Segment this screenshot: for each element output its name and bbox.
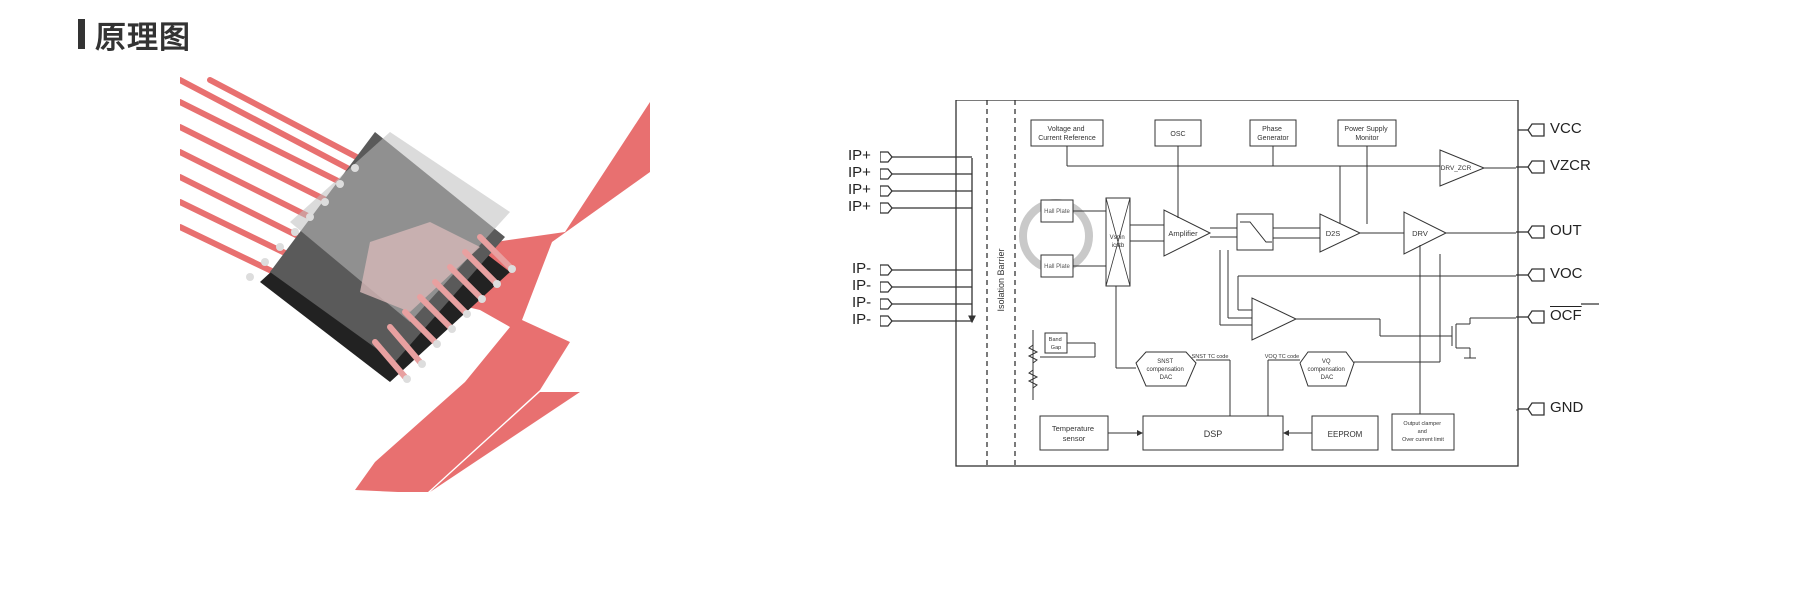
conductor-lower-leg [360, 392, 580, 492]
package-illustration [180, 77, 650, 492]
drv-zcr-buffer [1439, 149, 1486, 187]
right-lead-pins [372, 234, 513, 380]
right-pins [1527, 123, 1545, 416]
snst-label-3: DAC [1160, 375, 1173, 381]
phase-label-2: Generator [1257, 135, 1289, 142]
pin-label-ip-minus-1: IP- [852, 260, 872, 277]
pin-label-ip-plus-4: IP+ [848, 198, 871, 215]
ocf-comparator [1251, 297, 1298, 341]
vref-label-2: Current Reference [1038, 135, 1096, 142]
svg-text:Voltage and Current Refere: Voltage and Current Reference [1038, 126, 1096, 142]
svg-text:Band Gap: Band Gap [1049, 337, 1063, 351]
voq-tc-label: VOQ TC code [1265, 354, 1299, 360]
eeprom-label: EEPROM [1328, 430, 1363, 439]
mux-label-2: icstb [1112, 243, 1125, 249]
block-diagram: Isolation Barrier Voltage and Current Re… [880, 100, 1599, 467]
amplifier [1163, 209, 1212, 257]
amplifier-label: Amplifier [1168, 229, 1198, 238]
clamp-label-1: Output clamper [1403, 421, 1441, 427]
vq-label-1: VQ [1322, 359, 1331, 365]
temp-label-2: sensor [1063, 434, 1086, 443]
pin-label-ip-minus-2: IP- [852, 277, 872, 294]
package-die-pad [360, 222, 480, 312]
d2s-label: D2S [1326, 229, 1341, 238]
dsp-label: DSP [1204, 429, 1223, 439]
bandgap-label-1: Band [1049, 337, 1062, 343]
snst-dac [1135, 351, 1197, 387]
clamp-label-2: and [1418, 429, 1427, 435]
svg-text:Vspin icstb: Vspin icstb [1110, 235, 1127, 249]
drv-zcr-label: DRV_ZCR [1441, 165, 1472, 172]
vq-label-3: DAC [1321, 375, 1334, 381]
pin-tips [246, 164, 516, 383]
phase-generator-block [1249, 119, 1297, 147]
phase-label-1: Phase [1262, 126, 1282, 133]
primary-conductor [355, 102, 650, 492]
dsp-block [1142, 415, 1284, 451]
svg-text:Power Supply Monitor: Power Supply Monitor [1344, 126, 1389, 142]
clamp-label-3: Over current limit [1402, 437, 1444, 443]
snst-tc-label: SNST TC code [1192, 354, 1229, 360]
psm-label-2: Monitor [1355, 135, 1379, 142]
hall-bot-label: Hall Plate [1044, 264, 1070, 270]
pin-label-ip-plus-3: IP+ [848, 181, 871, 198]
vq-label-2: compensation [1307, 367, 1344, 373]
package-top-cover [290, 132, 510, 322]
svg-text:Temperature sensor: Temperature sensor [1052, 424, 1096, 443]
section-title: 原理图 [95, 19, 191, 56]
isolation-barrier-label: Isolation Barrier [996, 248, 1006, 311]
pin-label-ip-minus-3: IP- [852, 294, 872, 311]
eeprom-block [1311, 415, 1379, 451]
mux-label-1: Vspin [1110, 235, 1125, 241]
hall-top-label: Hall Plate [1044, 209, 1070, 215]
filter-block [1236, 213, 1274, 251]
psm-label-1: Power Supply [1344, 126, 1388, 133]
power-supply-monitor-block [1337, 119, 1397, 147]
svg-text:VQ compensation DAC: VQ compensation DAC [1307, 359, 1346, 381]
vq-dac [1299, 351, 1355, 387]
output-clamper-block [1391, 413, 1455, 451]
vref-label-1: Voltage and [1048, 126, 1085, 133]
temp-label-1: Temperature [1052, 424, 1094, 433]
bandgap-label-2: Gap [1051, 345, 1061, 351]
svg-text:Output clamper and Ove: Output clamper and Over current limit [1402, 421, 1444, 443]
section-header: 原理图 [78, 14, 191, 56]
temperature-sensor-block [1039, 415, 1109, 451]
drv-label: DRV [1412, 229, 1428, 238]
pin-label-ip-plus-2: IP+ [848, 164, 871, 181]
vref-block [1030, 119, 1104, 147]
header-accent-bar [78, 19, 85, 49]
svg-text:SNST compensation DAC: SNST compensation DAC [1146, 359, 1185, 381]
snst-label-2: compensation [1146, 367, 1183, 373]
snst-label-1: SNST [1157, 359, 1173, 365]
pin-label-ip-minus-4: IP- [852, 311, 872, 328]
pin-label-ip-plus-1: IP+ [848, 147, 871, 164]
svg-text:Phase Generator: Phase Generator [1257, 126, 1289, 142]
left-pins [880, 151, 893, 327]
osc-label: OSC [1170, 131, 1185, 138]
ic-outline [955, 100, 1519, 467]
